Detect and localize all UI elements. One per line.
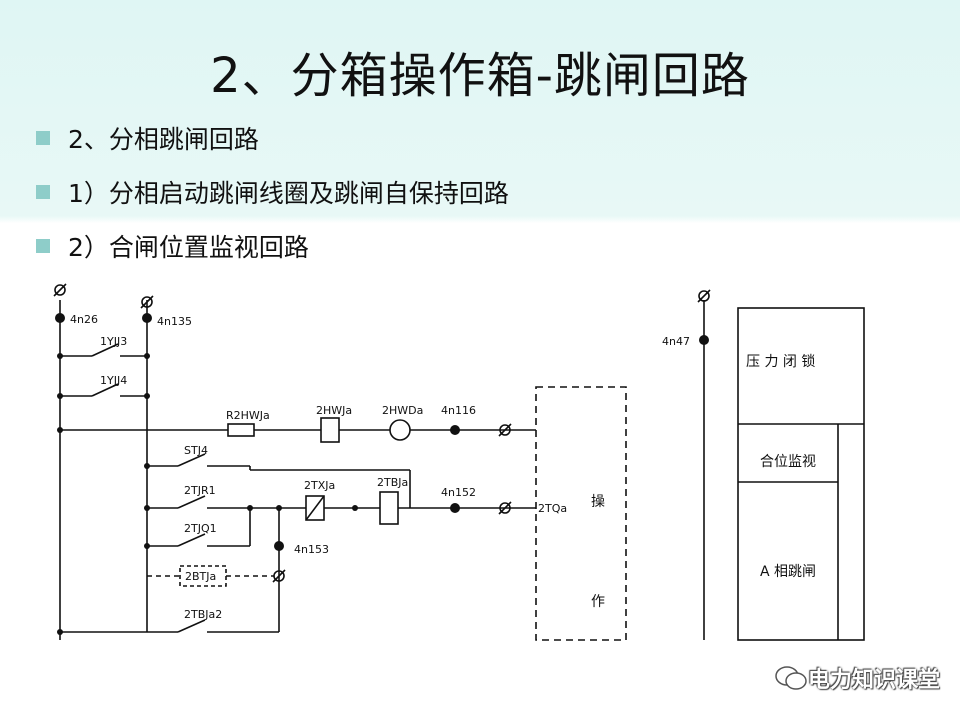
chat-bubble-icon (775, 666, 807, 690)
label-4n116: 4n116 (441, 404, 476, 417)
junction-dot (247, 505, 253, 511)
terminal-slash (697, 289, 711, 303)
label-2btja: 2BTJa (185, 570, 216, 583)
contact-blade (91, 343, 119, 357)
junction-dot (57, 393, 63, 399)
terminal-slash (140, 295, 154, 309)
label-4n26: 4n26 (70, 313, 98, 326)
terminal-circle-icon (141, 296, 153, 308)
junction-dot (57, 629, 63, 635)
junction-dot (57, 353, 63, 359)
terminal-circle-icon (499, 502, 511, 514)
bullet-text: 2、分相跳闸回路 (68, 125, 259, 154)
label-operate-2: 作 (591, 594, 605, 610)
contact-blade (177, 495, 206, 509)
function-block-frame (737, 307, 865, 641)
terminal-dot-icon (450, 503, 460, 513)
terminal-circle-icon (54, 284, 66, 296)
terminal-circle-icon (273, 570, 285, 582)
bullet-item: 2）合闸位置监视回路 (36, 229, 309, 263)
lamp-icon (389, 419, 411, 441)
junction-dot (144, 393, 150, 399)
label-2hwja: 2HWJa (316, 404, 352, 417)
junction-dot (57, 427, 63, 433)
terminal-circle-icon (698, 290, 710, 302)
label-2tjr1: 2TJR1 (184, 484, 216, 497)
contact-blade (177, 533, 206, 547)
junction-dot (144, 543, 150, 549)
label-close-monitor: 合位监视 (760, 454, 816, 470)
terminal-dot-icon (142, 313, 152, 323)
relay-coil-symbol (320, 417, 340, 443)
watermark-text: 电力知识课堂 (807, 668, 940, 693)
label-stj4: STJ4 (184, 444, 208, 457)
bullet-text: 2）合闸位置监视回路 (68, 233, 309, 262)
terminal-dot-icon (450, 425, 460, 435)
terminal-slash (498, 501, 512, 515)
operating-box-dashed (535, 386, 627, 641)
terminal-slash (498, 423, 512, 437)
junction-dot (144, 463, 150, 469)
label-a-phase-trip: A 相跳闸 (760, 564, 816, 580)
label-2tjq1: 2TJQ1 (184, 522, 217, 535)
contact-blade (91, 383, 119, 397)
watermark: 电力知识课堂 (774, 662, 940, 694)
label-2tbja2: 2TBJa2 (184, 608, 222, 621)
terminal-dot-icon (55, 313, 65, 323)
square-bullet-icon (36, 131, 50, 145)
label-2tbja: 2TBJa (377, 476, 408, 489)
label-4n135: 4n135 (157, 315, 192, 328)
junction-dot (276, 505, 282, 511)
terminal-circle-icon (499, 424, 511, 436)
junction-dot (144, 505, 150, 511)
bullet-item: 1）分相启动跳闸线圈及跳闸自保持回路 (36, 175, 509, 209)
terminal-slash (53, 283, 67, 297)
label-4n153: 4n153 (294, 543, 329, 556)
square-bullet-icon (36, 239, 50, 253)
label-4n152: 4n152 (441, 486, 476, 499)
terminal-dot-icon (274, 541, 284, 551)
label-pressure-lock: 压 力 闭 锁 (746, 354, 815, 370)
junction-dot (144, 353, 150, 359)
label-4n47: 4n47 (662, 335, 690, 348)
bullet-text: 1）分相启动跳闸线圈及跳闸自保持回路 (68, 179, 509, 208)
label-2txja: 2TXJa (304, 479, 335, 492)
label-r2hwja: R2HWJa (226, 409, 270, 422)
label-2hwda: 2HWDa (382, 404, 423, 417)
contact-blade (177, 453, 206, 467)
label-1yjj4: 1YJJ4 (100, 374, 127, 387)
relay-coil-symbol (379, 491, 399, 525)
label-2tqa: 2TQa (538, 502, 567, 515)
terminal-dot-icon (699, 335, 709, 345)
junction-dot (352, 505, 358, 511)
slide-title: 2、分箱操作箱-跳闸回路 (210, 48, 750, 104)
coil-diagonal (305, 495, 325, 521)
square-bullet-icon (36, 185, 50, 199)
label-1yjj3: 1YJJ3 (100, 335, 127, 348)
contact-blade (177, 619, 206, 633)
bullet-item: 2、分相跳闸回路 (36, 121, 259, 155)
resistor-symbol (227, 423, 255, 437)
label-operate-1: 操 (591, 494, 605, 510)
terminal-slash (272, 569, 286, 583)
